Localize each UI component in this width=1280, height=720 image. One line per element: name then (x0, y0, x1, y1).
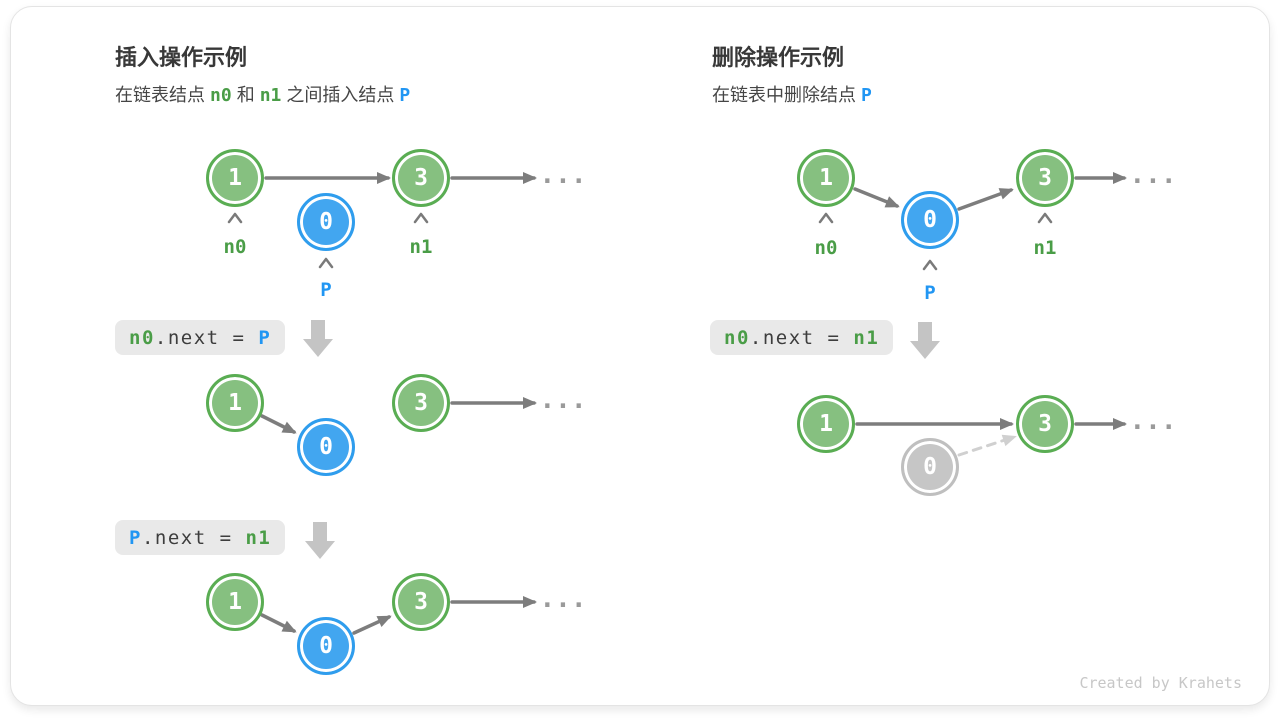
ellipsis-dots: ... (539, 584, 587, 614)
arrow-insert-d2-1to0 (260, 414, 297, 434)
node-n1: 3 (392, 374, 450, 432)
delete-panel-title: 删除操作示例 (712, 45, 845, 70)
code-token-n0: n0 (129, 326, 155, 349)
code-token-n0: n0 (724, 326, 750, 349)
caret-up-icon (1037, 212, 1053, 224)
arrow-delete-d1-0to3 (957, 188, 1014, 211)
node-n0: 1 (797, 149, 855, 207)
arrow-insert-d3-1to0 (260, 613, 297, 633)
label-n1: n1 (409, 236, 433, 258)
subtitle-token-n1: n1 (259, 85, 282, 106)
node-p-removed: 0 (901, 438, 959, 496)
node-p: 0 (901, 191, 959, 249)
insert-panel-title: 插入操作示例 (115, 45, 248, 70)
subtitle-text: 和 (236, 85, 255, 105)
node-n1: 3 (392, 149, 450, 207)
code-text: .next = (141, 526, 246, 549)
code-text: .next = (749, 326, 854, 349)
arrow-delete-d1-1to0 (853, 187, 900, 208)
subtitle-token-p: P (399, 85, 411, 106)
ellipsis-dots: ... (1129, 406, 1177, 436)
code-insert-step1: n0.next = P (115, 320, 286, 355)
node-n1: 3 (392, 573, 450, 631)
node-n0: 1 (206, 374, 264, 432)
node-p: 0 (297, 193, 355, 251)
code-token-n1: n1 (853, 326, 880, 349)
subtitle-text: 在链表中删除结点 (712, 85, 856, 105)
arrow-insert-d3-0to3 (352, 615, 392, 635)
node-n0: 1 (206, 149, 264, 207)
ellipsis-dots: ... (1129, 160, 1177, 190)
code-delete-step1: n0.next = n1 (710, 320, 894, 355)
node-n0: 1 (206, 573, 264, 631)
label-p: P (320, 279, 332, 301)
code-insert-step2: P.next = n1 (115, 520, 286, 555)
label-p: P (924, 282, 936, 304)
node-p: 0 (297, 617, 355, 675)
code-token-p: P (129, 526, 142, 549)
caret-up-icon (227, 212, 243, 224)
subtitle-token-n0: n0 (210, 85, 232, 106)
block-down-arrow-icon (303, 320, 333, 357)
credit-text: Created by Krahets (1079, 674, 1242, 692)
ellipsis-dots: ... (539, 160, 587, 190)
subtitle-text: 之间插入结点 (286, 85, 395, 105)
node-n1: 3 (1016, 395, 1074, 453)
caret-up-icon (818, 212, 834, 224)
subtitle-token-p: P (861, 85, 872, 106)
block-down-arrow-icon (305, 522, 335, 559)
caret-up-icon (318, 257, 334, 269)
label-n1: n1 (1033, 237, 1057, 259)
subtitle-text: 在链表结点 (115, 85, 205, 105)
caret-up-icon (413, 212, 429, 224)
block-down-arrow-icon (910, 322, 940, 359)
label-n0: n0 (223, 236, 247, 258)
node-n0: 1 (797, 395, 855, 453)
label-n0: n0 (814, 237, 838, 259)
node-n1: 3 (1016, 149, 1074, 207)
caret-up-icon (922, 259, 938, 271)
arrow-delete-d2-0to3-dashed (957, 434, 1017, 457)
ellipsis-dots: ... (539, 385, 587, 415)
node-p: 0 (297, 418, 355, 476)
code-token-n1: n1 (245, 526, 272, 549)
code-text: .next = (154, 326, 259, 349)
code-token-p: P (258, 326, 272, 349)
